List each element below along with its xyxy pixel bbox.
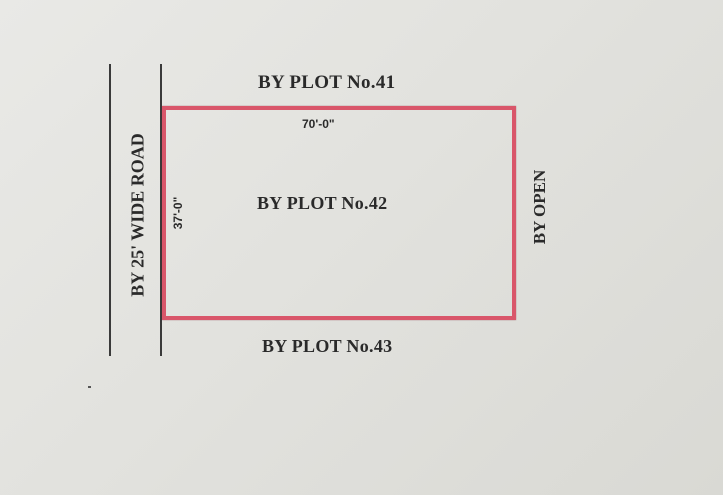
north-boundary-label: BY PLOT No.41 [258, 72, 396, 93]
south-boundary-label: BY PLOT No.43 [262, 336, 393, 356]
east-boundary-label: BY OPEN [530, 169, 549, 245]
plot-label: BY PLOT No.42 [257, 193, 388, 213]
road-edge-line-outer [109, 64, 111, 356]
west-road-label: BY 25' WIDE ROAD [127, 133, 148, 297]
plot-boundary [162, 106, 516, 320]
depth-dimension: 37'-0" [171, 196, 185, 230]
road-edge-line-inner [160, 64, 162, 356]
width-dimension: 70'-0" [302, 117, 335, 131]
paper-mark [88, 386, 91, 388]
